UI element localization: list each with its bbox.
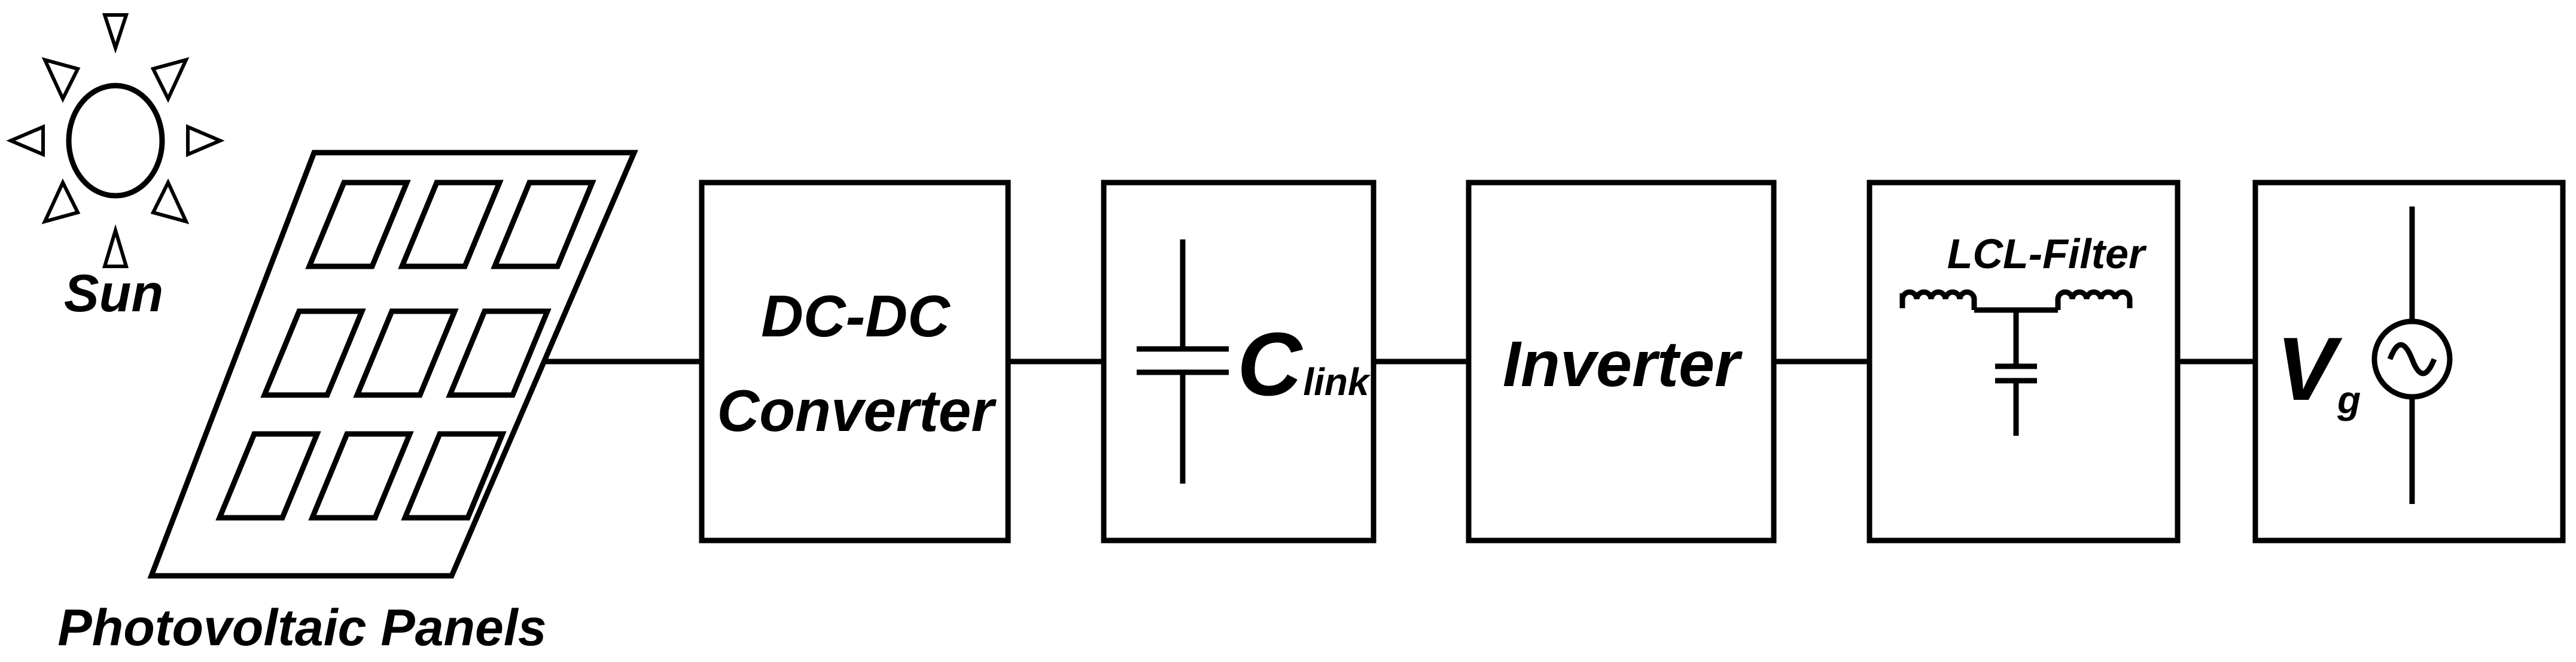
capacitor-icon (1137, 239, 1229, 484)
inductor-icon (2055, 289, 2133, 310)
dcdc-label-line1: DC-DC (761, 283, 951, 349)
ac-source-icon (2371, 207, 2453, 504)
solar-panel-icon (147, 150, 638, 579)
inverter-block (1466, 180, 1777, 543)
capacitor-icon (1974, 307, 2058, 436)
lcl-filter-label: LCL-Filter (1947, 230, 2147, 277)
vg-label: Vg (2276, 318, 2361, 421)
inverter-label: Inverter (1503, 327, 1743, 400)
sun-icon (6, 13, 225, 268)
dcdc-converter-block (699, 180, 1011, 543)
dcdc-label-line2: Converter (717, 378, 997, 444)
clink-label: Clink (1237, 314, 1371, 414)
grid-source-block (2252, 180, 2566, 543)
lcl-filter-block (1866, 180, 2181, 543)
pv-label: Photovoltaic Panels (57, 599, 546, 657)
sun-label: Sun (64, 263, 163, 323)
inductor-icon (1899, 289, 1977, 310)
clink-block (1101, 180, 1377, 543)
